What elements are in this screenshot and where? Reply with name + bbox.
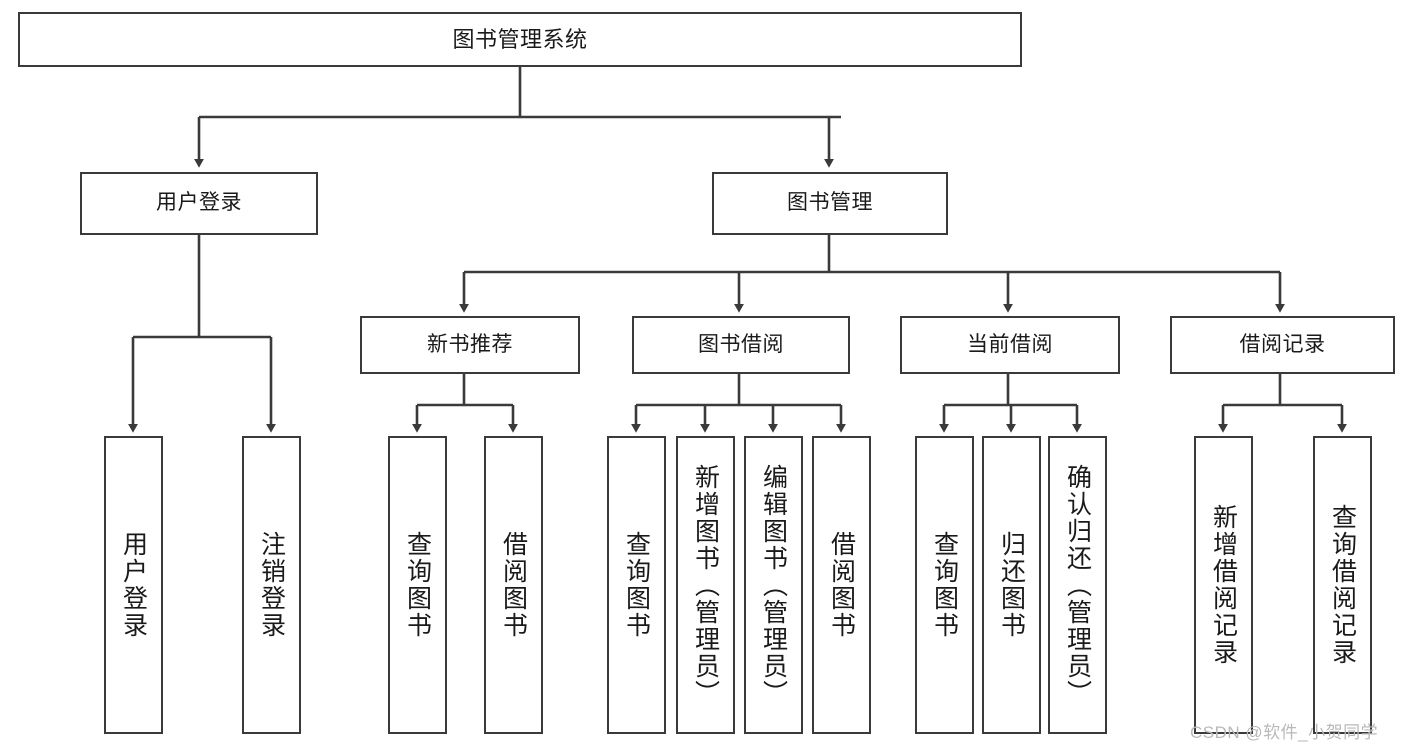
node-leaf-current-confirm-return[interactable]: 确认归还（管理员） <box>1048 436 1107 734</box>
node-leaf-borrow-edit-book[interactable]: 编辑图书（管理员） <box>744 436 803 734</box>
node-label: 新增图书（管理员） <box>691 463 720 707</box>
node-label: 用户登录 <box>156 191 242 215</box>
node-label: 借阅图书 <box>827 531 856 639</box>
node-label: 新书推荐 <box>427 332 513 356</box>
node-leaf-record-query[interactable]: 查询借阅记录 <box>1313 436 1372 734</box>
node-leaf-current-return[interactable]: 归还图书 <box>982 436 1041 734</box>
node-leaf-borrow-query[interactable]: 查询图书 <box>607 436 666 734</box>
node-label: 图书借阅 <box>698 332 784 356</box>
node-book-management[interactable]: 图书管理 <box>712 172 948 235</box>
node-label: 查询图书 <box>403 531 432 639</box>
node-user-login[interactable]: 用户登录 <box>80 172 318 235</box>
node-leaf-record-add[interactable]: 新增借阅记录 <box>1194 436 1253 734</box>
node-label: 借阅记录 <box>1239 332 1326 356</box>
node-label: 查询图书 <box>622 531 651 639</box>
node-label: 编辑图书（管理员） <box>759 463 788 707</box>
node-current-borrow[interactable]: 当前借阅 <box>900 316 1120 374</box>
node-book-borrow[interactable]: 图书借阅 <box>632 316 850 374</box>
node-root-book-management-system[interactable]: 图书管理系统 <box>18 12 1022 67</box>
node-label: 当前借阅 <box>967 332 1053 356</box>
node-label: 确认归还（管理员） <box>1063 463 1092 707</box>
node-label: 新增借阅记录 <box>1209 504 1238 666</box>
node-leaf-user-login-logout[interactable]: 注销登录 <box>242 436 301 734</box>
node-new-book-recommend[interactable]: 新书推荐 <box>360 316 580 374</box>
node-leaf-borrow-borrow-book[interactable]: 借阅图书 <box>812 436 871 734</box>
node-leaf-current-query[interactable]: 查询图书 <box>915 436 974 734</box>
node-leaf-new-book-borrow[interactable]: 借阅图书 <box>484 436 543 734</box>
node-label: 归还图书 <box>997 531 1026 639</box>
node-leaf-new-book-query[interactable]: 查询图书 <box>388 436 447 734</box>
csdn-watermark: CSDN @软件_小贺同学 <box>1190 723 1379 742</box>
node-label: 图书管理 <box>787 191 873 215</box>
node-leaf-borrow-add-book[interactable]: 新增图书（管理员） <box>676 436 735 734</box>
node-label: 用户登录 <box>119 531 148 639</box>
node-label: 查询图书 <box>930 531 959 639</box>
node-label: 借阅图书 <box>499 531 528 639</box>
node-label: 查询借阅记录 <box>1328 504 1357 666</box>
node-label: 图书管理系统 <box>452 26 588 52</box>
node-label: 注销登录 <box>257 531 286 639</box>
node-leaf-user-login-login[interactable]: 用户登录 <box>104 436 163 734</box>
node-borrow-record[interactable]: 借阅记录 <box>1170 316 1395 374</box>
